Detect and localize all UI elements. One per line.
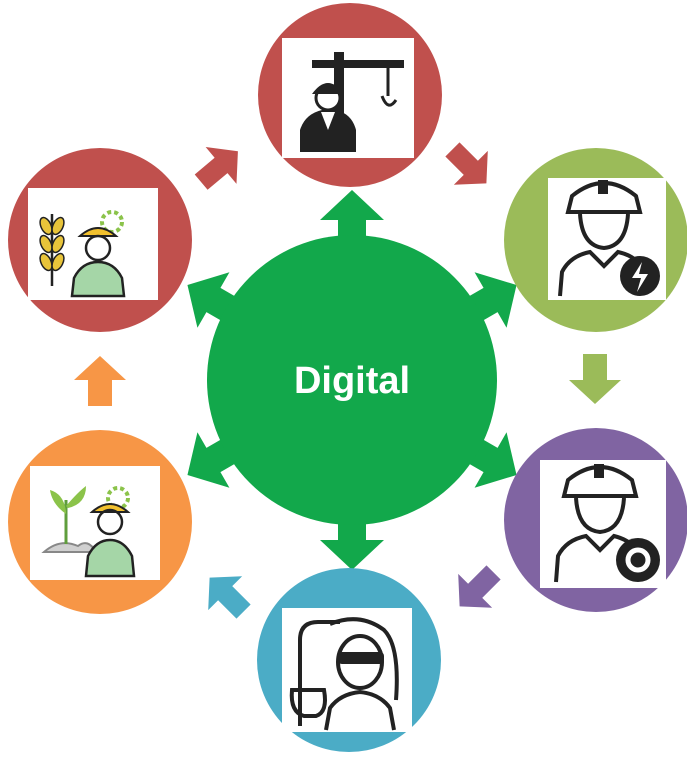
node-electrical <box>504 148 687 332</box>
node-agriculture <box>8 148 192 332</box>
arrow-down <box>320 490 384 570</box>
node-environment <box>8 430 192 614</box>
cycle-arrow-environment-to-agriculture <box>74 356 126 406</box>
cycle-arrow-electrical-to-mechanical <box>569 354 621 404</box>
center-circle <box>207 235 497 525</box>
cycle-arrow-agriculture-to-construction <box>194 147 238 190</box>
cycle-arrow-mechanical-to-chemical <box>458 565 501 608</box>
cycle-arrow-chemical-to-environment <box>208 576 251 619</box>
agriculture-worker-wheat-icon <box>39 210 126 298</box>
electrician-worker-icon <box>558 180 660 297</box>
environmental-worker-plant-icon <box>41 486 136 578</box>
center-label: Digital <box>294 360 410 402</box>
cycle-arrows <box>74 142 621 619</box>
node-construction <box>258 3 442 187</box>
node-chemical <box>257 568 441 752</box>
cycle-arrow-construction-to-electrical <box>445 142 488 185</box>
node-mechanical <box>504 428 687 612</box>
mechanic-worker-gear-icon <box>554 464 660 583</box>
chemist-worker-lab-icon <box>289 617 399 731</box>
arrow-up <box>320 190 384 270</box>
construction-worker-crane-icon <box>300 52 404 152</box>
